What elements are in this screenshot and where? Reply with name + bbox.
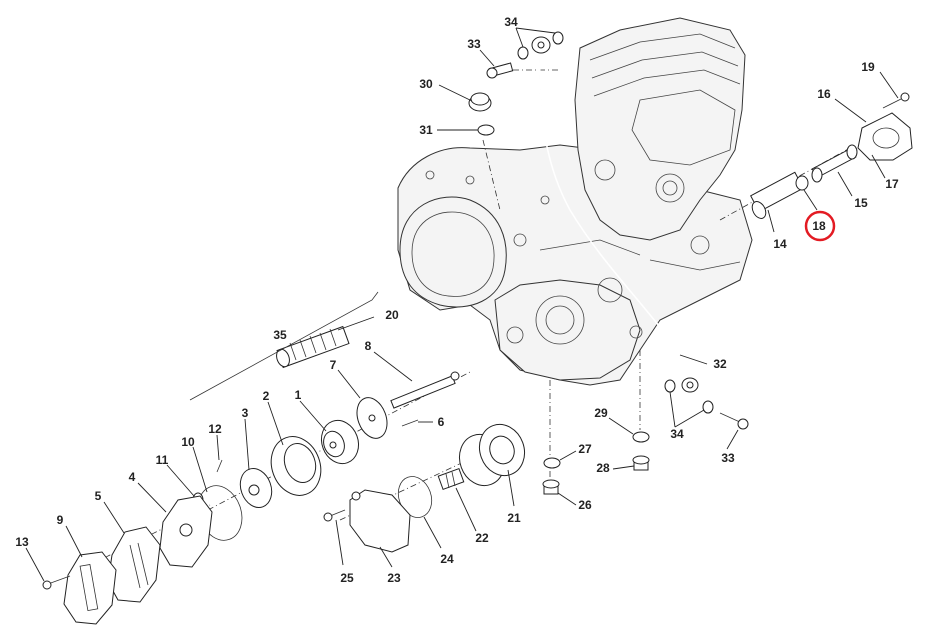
oil-pump-housing [494, 279, 641, 381]
callout-29: 29 [594, 406, 608, 420]
callout-28: 28 [596, 461, 610, 475]
callout-18: 18 [812, 219, 826, 233]
oil-line [531, 36, 699, 393]
cylinder [574, 17, 746, 241]
plug-26 [542, 479, 560, 495]
callout-32: 32 [713, 357, 727, 371]
callout-labels: 1 2 3 4 5 6 7 8 9 10 11 12 13 14 15 16 1… [15, 15, 899, 585]
callout-10: 10 [181, 435, 195, 449]
callout-2: 2 [263, 389, 270, 403]
callout-5: 5 [95, 489, 102, 503]
rotor-1 [320, 419, 360, 465]
callout-34-bottom: 34 [670, 427, 684, 441]
callout-4: 4 [129, 470, 136, 484]
spring-20 [276, 325, 350, 369]
callout-13: 13 [15, 535, 29, 549]
leader-lines [25, 27, 899, 582]
callout-16: 16 [817, 87, 831, 101]
callout-24: 24 [440, 552, 454, 566]
bolt-13 [42, 575, 71, 590]
callout-34-top: 34 [504, 15, 518, 29]
callout-22: 22 [475, 531, 489, 545]
callout-17: 17 [885, 177, 899, 191]
callout-1: 1 [295, 388, 302, 402]
spring-22 [437, 468, 465, 490]
callout-15: 15 [854, 196, 868, 210]
callout-20: 20 [385, 308, 399, 322]
shaft-8 [390, 371, 460, 409]
sleeve-14 [750, 171, 804, 219]
clutch-cover [399, 196, 507, 308]
callout-11: 11 [156, 453, 169, 467]
callout-8: 8 [365, 339, 372, 353]
gasket-5 [107, 526, 161, 603]
cover-9 [63, 551, 117, 625]
rotor-3 [239, 468, 273, 508]
callout-35: 35 [273, 328, 287, 342]
callout-14: 14 [773, 237, 787, 251]
callout-31: 31 [419, 123, 433, 137]
filter-cover-23 [349, 489, 411, 553]
filler-plug [468, 92, 492, 112]
ring-2 [270, 436, 322, 496]
banjo-bolt-top [486, 62, 514, 79]
callout-12: 12 [208, 422, 222, 436]
callout-9: 9 [57, 513, 64, 527]
callout-25: 25 [340, 571, 354, 585]
pipe-15 [811, 144, 858, 183]
screw-19 [882, 92, 910, 109]
callout-23: 23 [387, 571, 401, 585]
callout-21: 21 [507, 511, 521, 525]
bolt-25 [323, 509, 346, 522]
plug-28 [632, 455, 650, 471]
callout-33-bottom: 33 [721, 451, 735, 465]
highlight-ring-part-18 [804, 210, 836, 242]
bracket-35 [189, 291, 379, 401]
callout-6: 6 [438, 415, 445, 429]
callout-19: 19 [861, 60, 875, 74]
callout-27: 27 [578, 442, 592, 456]
callout-7: 7 [330, 358, 337, 372]
callout-33-top: 33 [467, 37, 481, 51]
callout-26: 26 [578, 498, 592, 512]
filter-21 [458, 423, 526, 487]
flange-16 [857, 112, 913, 161]
parts [42, 31, 913, 625]
banjo-bolt-bottom [719, 412, 749, 430]
engine-block [397, 17, 753, 386]
callout-3: 3 [242, 406, 249, 420]
callout-30: 30 [419, 77, 433, 91]
